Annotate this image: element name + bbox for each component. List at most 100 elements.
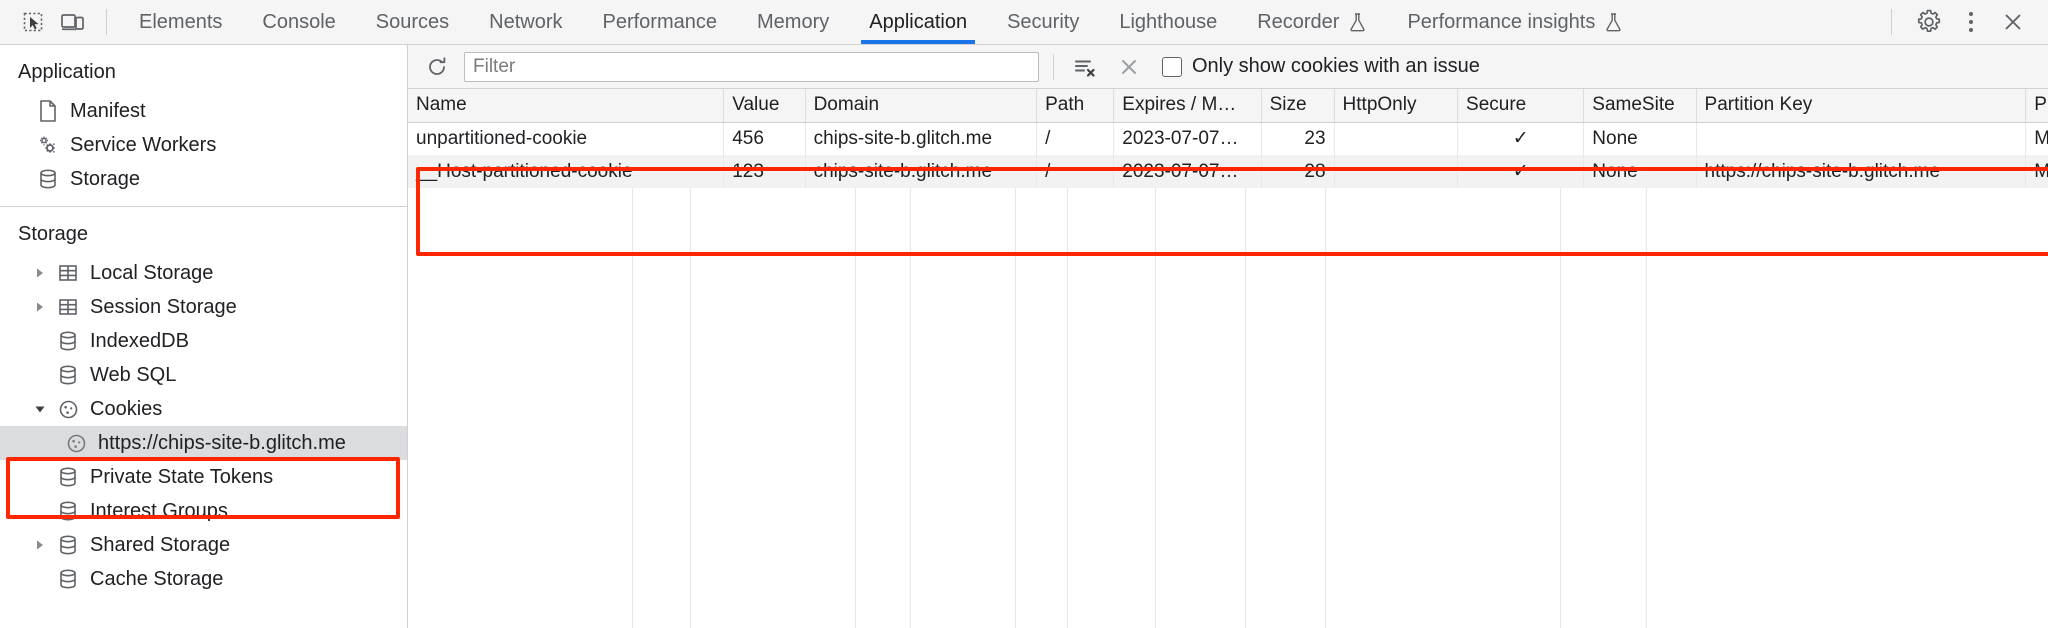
refresh-icon[interactable] xyxy=(420,52,454,82)
tab-label: Performance insights xyxy=(1407,10,1596,33)
column-header-httponly[interactable]: HttpOnly xyxy=(1334,89,1459,123)
tab-lighthouse[interactable]: Lighthouse xyxy=(1099,0,1237,44)
tab-console[interactable]: Console xyxy=(242,0,355,44)
filter-input[interactable] xyxy=(464,51,1039,82)
sidebar-item-service-workers[interactable]: Service Workers xyxy=(0,128,407,162)
tab-label: Memory xyxy=(757,10,830,33)
sidebar-item-private-state-tokens[interactable]: Private State Tokens xyxy=(0,460,407,494)
sidebar-item-label: Service Workers xyxy=(70,133,217,156)
tab-memory[interactable]: Memory xyxy=(737,0,849,44)
cell-path: / xyxy=(1036,122,1115,155)
column-header-partition-key[interactable]: Partition Key xyxy=(1696,89,2027,123)
tab-label: Network xyxy=(489,10,563,33)
gear-icon[interactable] xyxy=(1910,5,1948,39)
clear-filter-icon[interactable] xyxy=(1068,52,1102,82)
sidebar-item-shared-storage[interactable]: Shared Storage xyxy=(0,528,407,562)
cell-size: 23 xyxy=(1261,122,1335,155)
sidebar-item-cookie-origin[interactable]: https://chips-site-b.glitch.me xyxy=(0,426,407,460)
checkbox-box[interactable] xyxy=(1162,56,1182,77)
toolbar-divider xyxy=(1891,9,1892,35)
empty-grid-lines xyxy=(408,188,2048,628)
column-header-domain[interactable]: Domain xyxy=(805,89,1038,123)
manifest-document-icon xyxy=(34,99,62,123)
devtools-body: Application Manifest xyxy=(0,45,2048,628)
tab-label: Application xyxy=(869,10,968,33)
sidebar-item-indexeddb[interactable]: IndexedDB xyxy=(0,324,407,358)
tab-performance[interactable]: Performance xyxy=(583,0,738,44)
column-header-size[interactable]: Size xyxy=(1261,89,1335,123)
database-icon xyxy=(54,329,82,353)
sidebar-item-label: Interest Groups xyxy=(90,499,228,522)
cookies-filter-bar: Only show cookies with an issue xyxy=(408,45,2048,89)
column-header-samesite[interactable]: SameSite xyxy=(1583,89,1697,123)
column-header-expires[interactable]: Expires / M… xyxy=(1113,89,1262,123)
cookies-table: Name Value Domain Path Expires / M… Size… xyxy=(408,89,2048,188)
cell-secure: ✓ xyxy=(1457,122,1585,155)
database-icon xyxy=(54,567,82,591)
tab-elements[interactable]: Elements xyxy=(119,0,242,44)
chevron-down-icon[interactable] xyxy=(34,403,54,415)
cell-value: 456 xyxy=(723,122,806,155)
chevron-right-icon[interactable] xyxy=(34,539,54,551)
column-header-priority[interactable]: Priority xyxy=(2025,89,2048,123)
column-header-name[interactable]: Name xyxy=(408,89,725,123)
cell-value: 123 xyxy=(723,155,806,188)
inspect-element-icon[interactable] xyxy=(14,5,52,39)
column-header-value[interactable]: Value xyxy=(723,89,806,123)
only-issues-checkbox[interactable]: Only show cookies with an issue xyxy=(1162,55,1480,78)
sidebar-item-label: https://chips-site-b.glitch.me xyxy=(98,431,346,454)
sidebar-item-label: Web SQL xyxy=(90,363,177,386)
tab-label: Recorder xyxy=(1257,10,1340,33)
column-header-secure[interactable]: Secure xyxy=(1457,89,1585,123)
tab-security[interactable]: Security xyxy=(987,0,1099,44)
cell-size: 28 xyxy=(1261,155,1335,188)
panel-tabs: Elements Console Sources Network Perform… xyxy=(119,0,1643,44)
tab-recorder[interactable]: Recorder xyxy=(1237,0,1387,44)
sidebar-item-label: Manifest xyxy=(70,99,146,122)
cell-priority: Medium xyxy=(2025,122,2048,155)
toolbar-divider xyxy=(106,9,107,35)
table-grid-icon xyxy=(54,262,82,284)
tab-label: Lighthouse xyxy=(1119,10,1218,33)
cell-expires: 2023-07-07… xyxy=(1113,155,1262,188)
cookie-icon xyxy=(62,432,90,455)
cell-httponly xyxy=(1334,122,1459,155)
filter-divider xyxy=(1053,53,1054,80)
sidebar-item-local-storage[interactable]: Local Storage xyxy=(0,256,407,290)
device-toolbar-icon[interactable] xyxy=(54,5,92,39)
tab-performance-insights[interactable]: Performance insights xyxy=(1387,0,1643,44)
table-row[interactable]: unpartitioned-cookie 456 chips-site-b.gl… xyxy=(408,122,2048,155)
database-icon xyxy=(54,499,82,523)
tab-application[interactable]: Application xyxy=(849,0,987,44)
sidebar-item-interest-groups[interactable]: Interest Groups xyxy=(0,494,407,528)
toolbar-left-controls xyxy=(0,0,119,44)
experiment-flask-icon xyxy=(1348,12,1367,33)
cell-partition-key xyxy=(1696,122,2027,155)
sidebar-item-web-sql[interactable]: Web SQL xyxy=(0,358,407,392)
chevron-right-icon[interactable] xyxy=(34,301,54,313)
sidebar-section-title: Application xyxy=(18,61,116,83)
sidebar-item-manifest[interactable]: Manifest xyxy=(0,94,407,128)
column-header-path[interactable]: Path xyxy=(1036,89,1115,123)
sidebar-item-cache-storage[interactable]: Cache Storage xyxy=(0,562,407,596)
application-sidebar: Application Manifest xyxy=(0,45,408,628)
close-icon[interactable] xyxy=(1994,5,2032,39)
more-vertical-icon[interactable] xyxy=(1952,5,1990,39)
cell-secure: ✓ xyxy=(1457,155,1585,188)
cell-domain: chips-site-b.glitch.me xyxy=(805,122,1038,155)
service-workers-gears-icon xyxy=(34,133,62,157)
tab-sources[interactable]: Sources xyxy=(356,0,469,44)
clear-all-x-icon[interactable] xyxy=(1112,52,1146,82)
sidebar-item-label: Cache Storage xyxy=(90,567,224,590)
tab-label: Console xyxy=(262,10,336,33)
sidebar-item-session-storage[interactable]: Session Storage xyxy=(0,290,407,324)
cell-domain: chips-site-b.glitch.me xyxy=(805,155,1038,188)
tab-network[interactable]: Network xyxy=(469,0,582,44)
chevron-right-icon[interactable] xyxy=(34,267,54,279)
sidebar-item-cookies[interactable]: Cookies xyxy=(0,392,407,426)
sidebar-item-storage[interactable]: Storage xyxy=(0,162,407,196)
cell-name: __Host-partitioned-cookie xyxy=(408,155,725,188)
experiment-flask-icon xyxy=(1604,12,1623,33)
table-row[interactable]: __Host-partitioned-cookie 123 chips-site… xyxy=(408,155,2048,188)
sidebar-item-label: Session Storage xyxy=(90,295,237,318)
